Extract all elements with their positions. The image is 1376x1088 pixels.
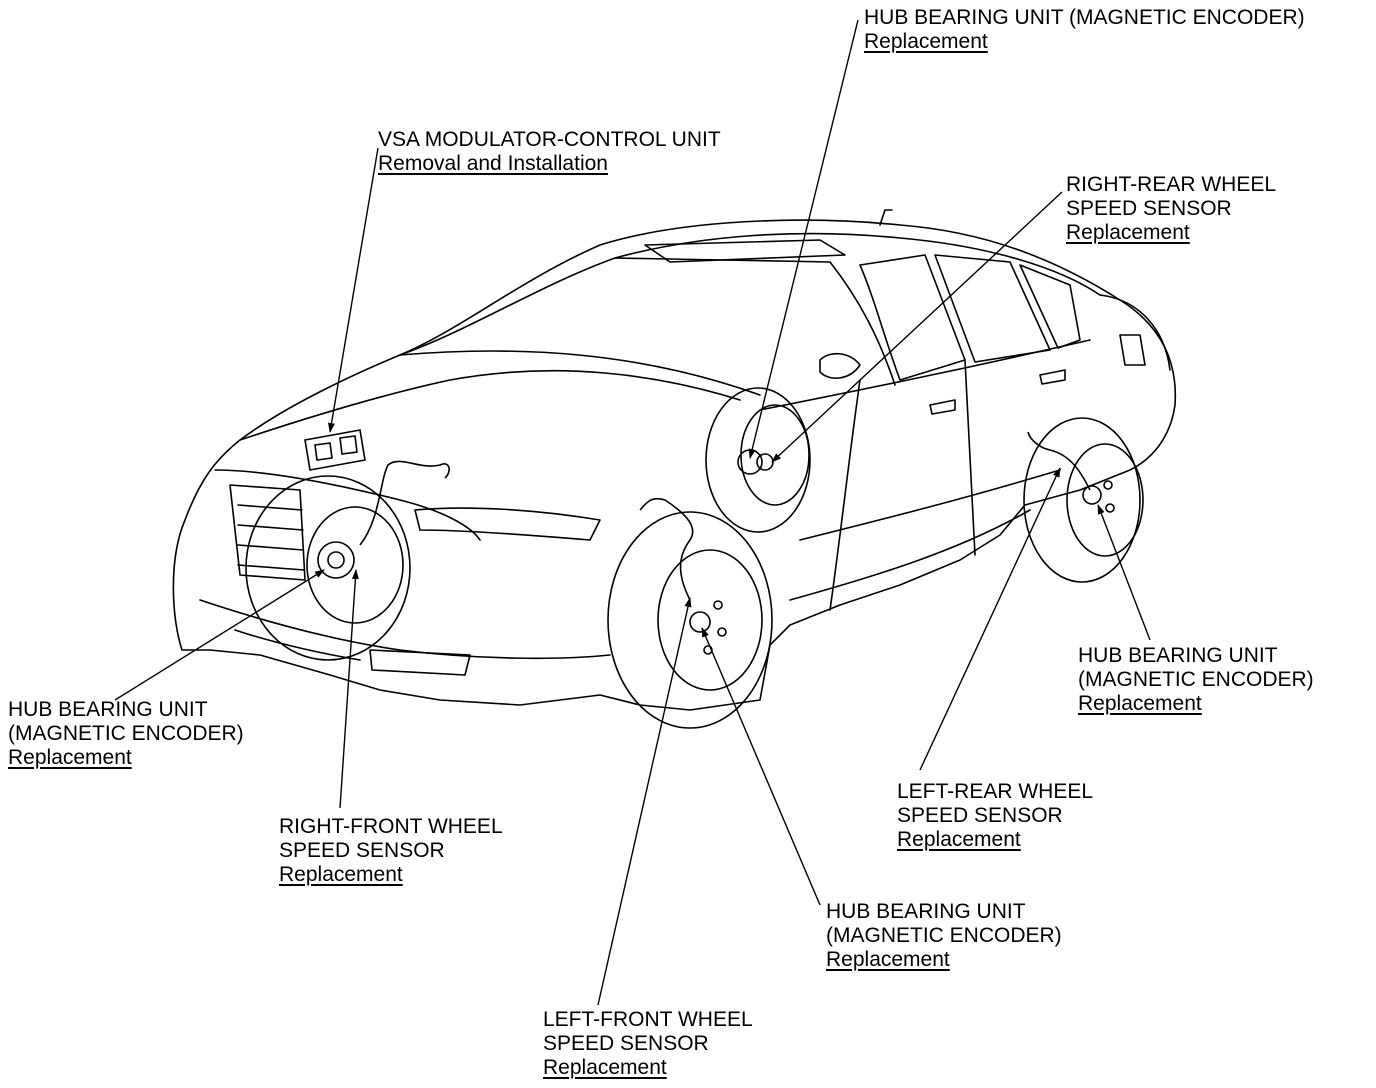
headlight — [414, 507, 601, 541]
quarter-window — [1019, 264, 1081, 349]
front-fascia — [214, 469, 481, 541]
callout-title: LEFT-FRONT WHEEL — [543, 1008, 753, 1031]
replacement-link[interactable]: Replacement — [1078, 692, 1202, 715]
leader-vsa — [328, 147, 379, 433]
sunroof — [644, 239, 846, 263]
tail-light — [1119, 334, 1146, 366]
windshield-base — [399, 350, 761, 396]
leader-left-rear-sensor — [919, 467, 1061, 771]
callout-right-rear-sensor: RIGHT-REAR WHEEL SPEED SENSOR Replacemen… — [1066, 173, 1276, 245]
callout-title: RIGHT-REAR WHEEL — [1066, 173, 1277, 196]
callout-subtitle: SPEED SENSOR — [279, 839, 445, 862]
replacement-link[interactable]: Replacement — [826, 948, 950, 971]
callout-hub-bearing-rear-left: HUB BEARING UNIT (MAGNETIC ENCODER) Repl… — [1078, 644, 1314, 716]
front-door-handle — [929, 399, 956, 415]
side-mirror — [819, 352, 861, 379]
callout-left-rear-sensor: LEFT-REAR WHEEL SPEED SENSOR Replacement — [897, 780, 1093, 852]
leader-hub-top — [748, 19, 859, 459]
trunk-line — [1099, 294, 1171, 371]
replacement-link[interactable]: Replacement — [543, 1056, 667, 1079]
antenna — [879, 209, 893, 226]
callout-hub-bearing-left: HUB BEARING UNIT (MAGNETIC ENCODER) Repl… — [8, 698, 244, 770]
removal-installation-link[interactable]: Removal and Installation — [378, 152, 608, 175]
callout-subtitle: SPEED SENSOR — [897, 804, 1063, 827]
callout-title: HUB BEARING UNIT — [826, 900, 1026, 923]
front-right-harness — [359, 460, 450, 546]
leader-hub-left — [114, 569, 325, 701]
fog-light — [369, 649, 471, 676]
front-right-wheel — [245, 475, 411, 661]
callout-subtitle: SPEED SENSOR — [1066, 197, 1232, 220]
hood-line — [239, 369, 741, 441]
body-crease — [799, 469, 1061, 541]
front-door-window — [859, 254, 966, 381]
callout-title: HUB BEARING UNIT — [8, 698, 208, 721]
callout-subtitle: (MAGNETIC ENCODER) — [826, 924, 1062, 947]
callout-subtitle: SPEED SENSOR — [543, 1032, 709, 1055]
callout-title: HUB BEARING UNIT — [1078, 644, 1278, 667]
sill-line — [789, 509, 1031, 601]
grille — [229, 484, 306, 581]
windshield — [399, 257, 896, 386]
replacement-link[interactable]: Replacement — [279, 863, 403, 886]
replacement-link[interactable]: Replacement — [897, 828, 1021, 851]
callout-subtitle: (MAGNETIC ENCODER) — [8, 722, 244, 745]
front-left-wheel — [607, 511, 773, 729]
rear-left-wheel — [1023, 417, 1144, 583]
callout-hub-bearing-top: HUB BEARING UNIT (MAGNETIC ENCODER) Repl… — [864, 6, 1305, 54]
replacement-link[interactable]: Replacement — [1066, 221, 1190, 244]
callout-vsa-modulator: VSA MODULATOR-CONTROL UNIT Removal and I… — [378, 128, 721, 176]
callout-hub-bearing-front-left: HUB BEARING UNIT (MAGNETIC ENCODER) Repl… — [826, 900, 1062, 972]
lower-intake — [234, 629, 361, 661]
door-seam-rear — [829, 379, 861, 611]
rear-left-harness — [1027, 431, 1091, 491]
callout-title: LEFT-REAR WHEEL — [897, 780, 1094, 803]
leader-right-front-sensor — [339, 569, 359, 809]
rear-door-handle — [1039, 369, 1066, 385]
car-body-outline — [172, 219, 1177, 711]
callout-subtitle: (MAGNETIC ENCODER) — [1078, 668, 1314, 691]
leader-hub-rear-left — [1097, 504, 1151, 641]
callout-title: HUB BEARING UNIT (MAGNETIC ENCODER) — [864, 6, 1305, 29]
grille-slats — [237, 504, 305, 571]
callout-title: RIGHT-FRONT WHEEL — [279, 815, 503, 838]
replacement-link[interactable]: Replacement — [864, 30, 988, 53]
rear-right-wheel — [705, 387, 811, 533]
rear-door-window — [934, 254, 1051, 363]
leader-right-rear-sensor — [771, 191, 1063, 463]
vsa-unit-body — [304, 429, 366, 471]
door-seam-front — [964, 359, 976, 556]
front-left-harness — [639, 497, 694, 601]
beltline — [759, 339, 1091, 411]
callout-title: VSA MODULATOR-CONTROL UNIT — [378, 128, 721, 151]
callout-right-front-sensor: RIGHT-FRONT WHEEL SPEED SENSOR Replaceme… — [279, 815, 503, 887]
replacement-link[interactable]: Replacement — [8, 746, 132, 769]
leader-hub-front-left — [701, 627, 821, 906]
roof-line — [614, 232, 1101, 296]
leader-left-front-sensor — [597, 597, 692, 1006]
callout-left-front-sensor: LEFT-FRONT WHEEL SPEED SENSOR Replacemen… — [543, 1008, 753, 1080]
vsa-unit-details — [314, 435, 358, 461]
